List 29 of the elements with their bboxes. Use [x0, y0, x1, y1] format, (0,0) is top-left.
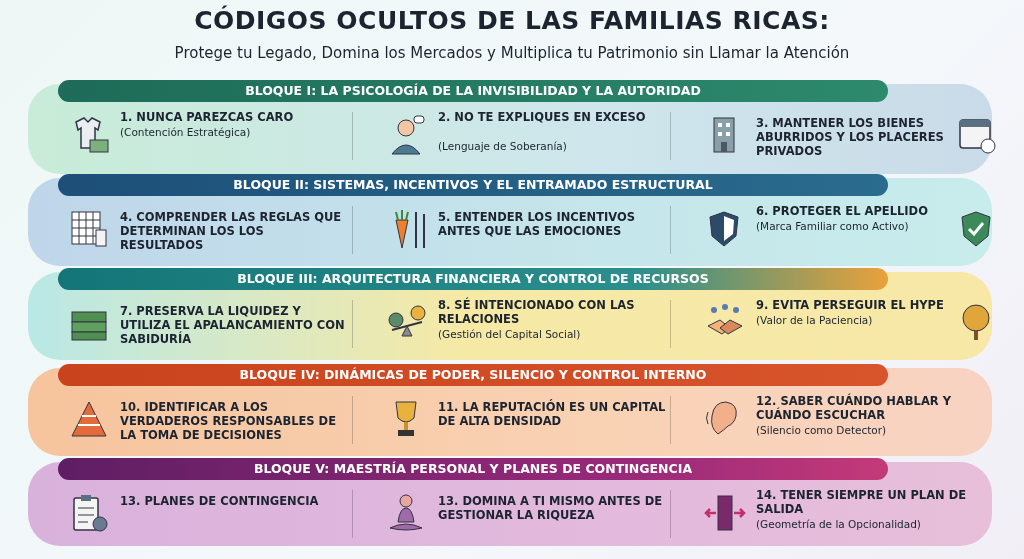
- item-subtitle: (Gestión del Capital Social): [438, 328, 582, 340]
- item-subtitle: (Geometría de la Opcionalidad): [756, 518, 922, 530]
- item-title: 4. COMPRENDER LAS REGLAS QUE DETERMINAN LOS LOS RESULTADOS: [120, 210, 343, 252]
- item-title: 12. SABER CUÁNDO HABLAR Y CUÁNDO ESCUCHAR: [756, 394, 953, 422]
- section-heading: BLOQUE III: ARQUITECTURA FINANCIERA Y CONTROL DE RECURSOS: [58, 268, 888, 290]
- item-title: 2. NO TE EXPLIQUES EN EXCESO: [438, 110, 647, 124]
- item-subtitle: (Silencio como Detector): [756, 424, 888, 436]
- item-title: 7. PRESERVA LA LIQUIDEZ Y UTILIZA EL APALANCAMIENTO CON SABIDURÍA: [120, 304, 346, 346]
- item-title: 8. SÉ INTENCIONADO CON LAS RELACIONES: [438, 298, 636, 326]
- item-title: 3. MANTENER LOS BIENES ABURRIDOS Y LOS PLACERES PRIVADOS: [756, 116, 945, 158]
- item-title: 14. TENER SIEMPRE UN PLAN DE SALIDA: [756, 488, 968, 516]
- item-subtitle: (Lenguaje de Soberanía): [438, 140, 568, 152]
- title: CÓDIGOS OCULTOS DE LAS FAMILIAS RICAS:: [193, 6, 831, 35]
- item-title: 10. IDENTIFICAR A LOS VERDADEROS RESPONSABLES DE LA TOMA DE DECISIONES: [120, 400, 338, 442]
- item-subtitle: (Marca Familiar como Activo): [756, 220, 910, 232]
- section-heading: BLOQUE V: MAESTRÍA PERSONAL Y PLANES DE CONTINGENCIA: [58, 458, 888, 480]
- item-title: 5. ENTENDER LOS INCENTIVOS ANTES QUE LAS EMOCIONES: [438, 210, 637, 238]
- item-title: 13. PLANES DE CONTINGENCIA: [120, 494, 320, 508]
- item-title: 11. LA REPUTACIÓN ES UN CAPITAL DE ALTA DENSIDAD: [438, 400, 667, 428]
- section-heading: BLOQUE IV: DINÁMICAS DE PODER, SILENCIO Y CONTROL INTERNO: [58, 364, 888, 386]
- section-heading: BLOQUE II: SISTEMAS, INCENTIVOS Y EL ENTRAMADO ESTRUCTURAL: [58, 174, 888, 196]
- item-title: 9. EVITA PERSEGUIR EL HYPE: [756, 298, 945, 312]
- item-title: 13. DOMINA A TI MISMO ANTES DE GESTIONAR LA RIQUEZA: [438, 494, 664, 522]
- section-heading: BLOQUE I: LA PSICOLOGÍA DE LA INVISIBILIDAD Y LA AUTORIDAD: [58, 80, 888, 102]
- subtitle: Protege tu Legado, Domina los Mercados y Multiplica tu Patrimonio sin Llamar la Atención: [173, 44, 851, 62]
- item-subtitle: (Contención Estratégica): [120, 126, 252, 138]
- item-title: 6. PROTEGER EL APELLIDO: [756, 204, 929, 218]
- item-subtitle: (Valor de la Paciencia): [756, 314, 874, 326]
- item-title: 1. NUNCA PAREZCAS CARO: [120, 110, 295, 124]
